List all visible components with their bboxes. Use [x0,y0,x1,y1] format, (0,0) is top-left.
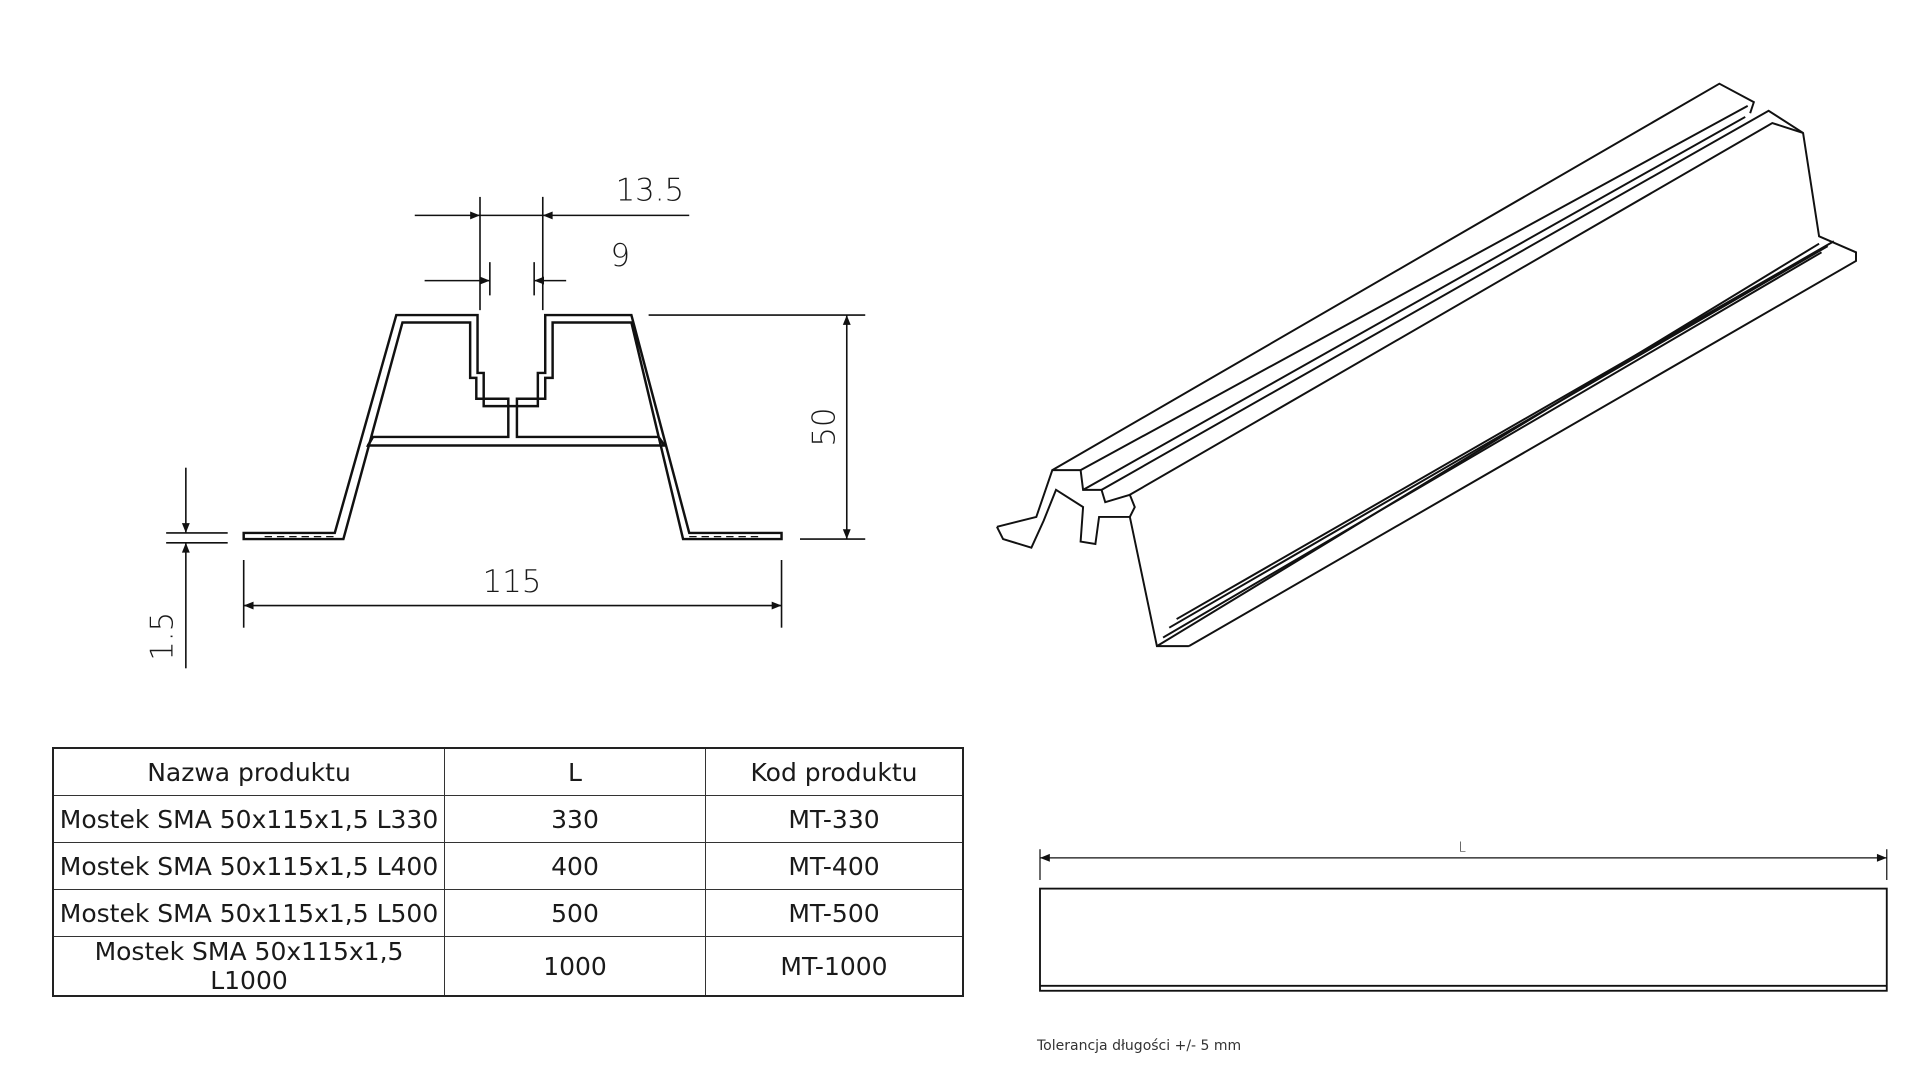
dim-50: 50 [806,408,842,447]
dim-9: 9 [611,238,631,274]
dim-1-5: 1.5 [144,612,180,661]
product-code: MT-330 [705,795,964,843]
cross-section [242,313,783,541]
isometric-view [996,82,1857,648]
table-header-row: Nazwa produktu L Kod produktu [52,747,964,796]
product-name: Mostek SMA 50x115x1,5 L500 [52,889,445,937]
product-name: Mostek SMA 50x115x1,5 L1000 [52,936,445,997]
header-length: L [444,747,706,796]
dim-115: 115 [483,564,542,600]
product-name: Mostek SMA 50x115x1,5 L330 [52,795,445,843]
dim-13-5: 13.5 [616,173,684,209]
product-length: 330 [444,795,706,843]
dimension-lines [166,196,866,669]
product-code: MT-1000 [705,936,964,997]
product-length: 1000 [444,936,706,997]
product-length: 500 [444,889,706,937]
product-code: MT-400 [705,842,964,890]
product-table: Nazwa produktu L Kod produktu Mostek SMA… [52,747,964,997]
product-name: Mostek SMA 50x115x1,5 L400 [52,842,445,890]
product-code: MT-500 [705,889,964,937]
length-label: L [1458,840,1466,856]
tolerance-note: Tolerancja długości +/- 5 mm [1037,1038,1242,1054]
header-code: Kod produktu [705,747,964,796]
side-view [1039,849,1888,992]
header-name: Nazwa produktu [52,747,445,796]
product-length: 400 [444,842,706,890]
